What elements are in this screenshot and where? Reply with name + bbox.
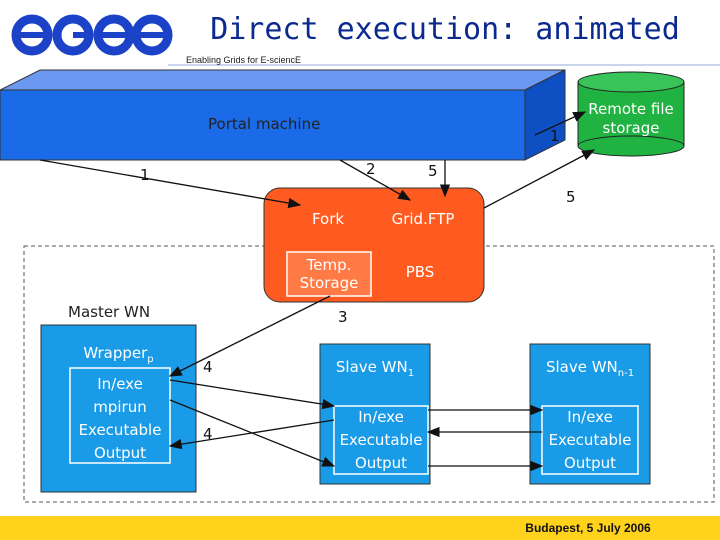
master-line-inexe: In/exe (97, 375, 143, 393)
fork-label: Fork (311, 210, 345, 228)
slave-n1-line-executable: Executable (548, 431, 632, 449)
header-divider (168, 64, 720, 66)
slave-1-line-executable: Executable (339, 431, 423, 449)
step-1-right: 1 (550, 127, 560, 145)
slave-1-line-output: Output (354, 454, 408, 472)
slave-wn-n1-title: Slave WNn-1 (530, 358, 650, 379)
slave-wn-1-title-text: Slave WN (335, 358, 408, 376)
master-line-executable: Executable (78, 421, 162, 439)
slide-subtitle: Enabling Grids for E-sciencE (186, 55, 302, 65)
slave-wn-n1-lines: In/exe Executable Output (540, 406, 640, 475)
egee-logo: egee (0, 0, 175, 62)
slide-title: Direct execution: animated (210, 12, 680, 47)
portal-machine-label: Portal machine (208, 115, 321, 133)
arrow-2 (339, 159, 412, 201)
slave-wn-1-inner (333, 405, 429, 475)
step-1-left: 1 (140, 166, 150, 184)
arrow-4-top (169, 379, 336, 410)
slave-wn-1-title-sub: 1 (407, 368, 415, 379)
temp-storage-line2: Storage (299, 274, 359, 292)
portal-machine-box (0, 69, 566, 161)
slave-wn-n1-title-sub: n-1 (617, 368, 635, 379)
master-inner-lines: In/exe mpirun Executable Output (70, 373, 170, 465)
slave-wn-1-title: Slave WN1 (320, 358, 430, 379)
master-inner-box (69, 367, 171, 464)
slide-footer (0, 516, 720, 540)
slave-wn-1-lines: In/exe Executable Output (326, 406, 436, 475)
remote-storage-line1: Remote file (588, 100, 674, 118)
wrapper-label: Wrapperp (41, 344, 196, 365)
step-5-right: 5 (566, 188, 576, 206)
arrow-1-right (534, 111, 587, 136)
slave-wn-n1-title-text: Slave WN (545, 358, 618, 376)
step-4-bottom: 4 (203, 425, 213, 443)
slave-wn-n1-inner (541, 405, 639, 475)
slave-n1-line-output: Output (563, 454, 617, 472)
gridftp-label: Grid.FTP (391, 210, 455, 228)
step-2: 2 (366, 160, 376, 178)
arrow-3 (168, 295, 331, 377)
temp-storage-line1: Temp. (306, 256, 352, 274)
remote-storage-line2: storage (602, 119, 660, 137)
master-wn-label: Master WN (68, 303, 151, 321)
step-5-top: 5 (428, 162, 438, 180)
wrapper-text: Wrapper (83, 344, 148, 362)
temp-storage-label: Temp. Storage (287, 256, 371, 292)
pbs-label: PBS (405, 263, 435, 281)
footer-text: Budapest, 5 July 2006 (525, 521, 651, 535)
step-3: 3 (338, 308, 348, 326)
slave-n1-line-inexe: In/exe (567, 408, 613, 426)
egee-logo-graphic (0, 0, 175, 62)
remote-storage-cylinder (577, 71, 685, 157)
arrow-return-1 (168, 419, 335, 450)
arrow-5-right (483, 149, 596, 209)
slave-1-line-inexe: In/exe (358, 408, 404, 426)
arrow-1-left (39, 159, 302, 209)
remote-storage-label: Remote file storage (582, 100, 680, 138)
step-4-top: 4 (203, 358, 213, 376)
wrapper-sub: p (147, 354, 154, 365)
master-line-mpirun: mpirun (93, 398, 147, 416)
master-line-output: Output (93, 444, 147, 462)
